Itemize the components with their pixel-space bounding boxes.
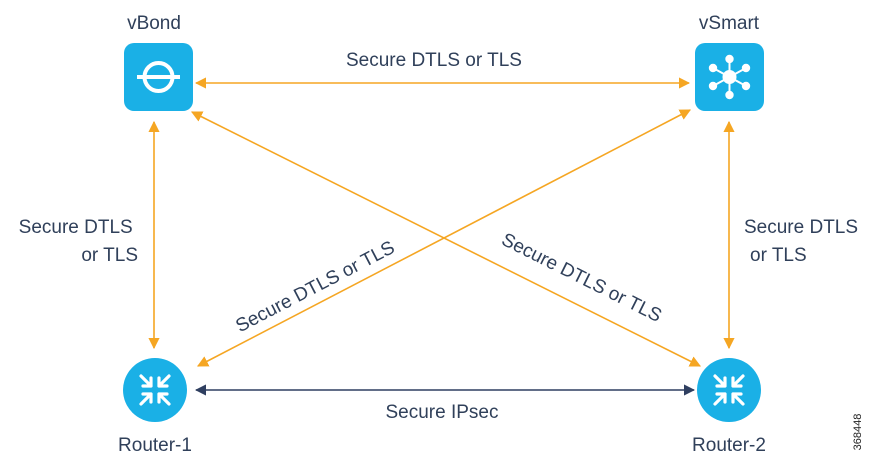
router1-arrows-icon — [139, 374, 171, 406]
label-router1-vsmart: Secure DTLS or TLS — [233, 237, 399, 337]
router1-disc — [123, 358, 187, 422]
label-router2: Router-2 — [692, 435, 766, 456]
router2-disc — [697, 358, 761, 422]
label-vsmart-router2-line1: Secure DTLS — [744, 217, 858, 238]
node-vbond — [124, 43, 193, 111]
label-vbond: vBond — [127, 13, 181, 34]
label-vsmart-router2: Secure DTLS or TLS — [744, 217, 863, 266]
vsmart-controller-icon — [708, 54, 751, 100]
label-router1: Router-1 — [118, 435, 192, 456]
label-vbond-router1: Secure DTLS or TLS — [19, 217, 138, 266]
label-vbond-router1-line1: Secure DTLS — [19, 217, 133, 238]
label-vsmart: vSmart — [699, 13, 760, 34]
link-vbond-router2 — [190, 111, 702, 367]
label-router1-router2: Secure IPsec — [386, 402, 499, 423]
node-router2 — [697, 358, 761, 422]
node-vsmart — [695, 43, 764, 111]
label-vbond-vsmart: Secure DTLS or TLS — [346, 50, 522, 71]
node-router1 — [123, 358, 187, 422]
figure-id: 368448 — [852, 414, 864, 451]
vbond-orchestrator-icon — [137, 61, 180, 93]
label-vsmart-router2-line2: or TLS — [750, 245, 807, 266]
label-vbond-router1-line2: or TLS — [81, 245, 138, 266]
router2-arrows-icon — [713, 374, 745, 406]
